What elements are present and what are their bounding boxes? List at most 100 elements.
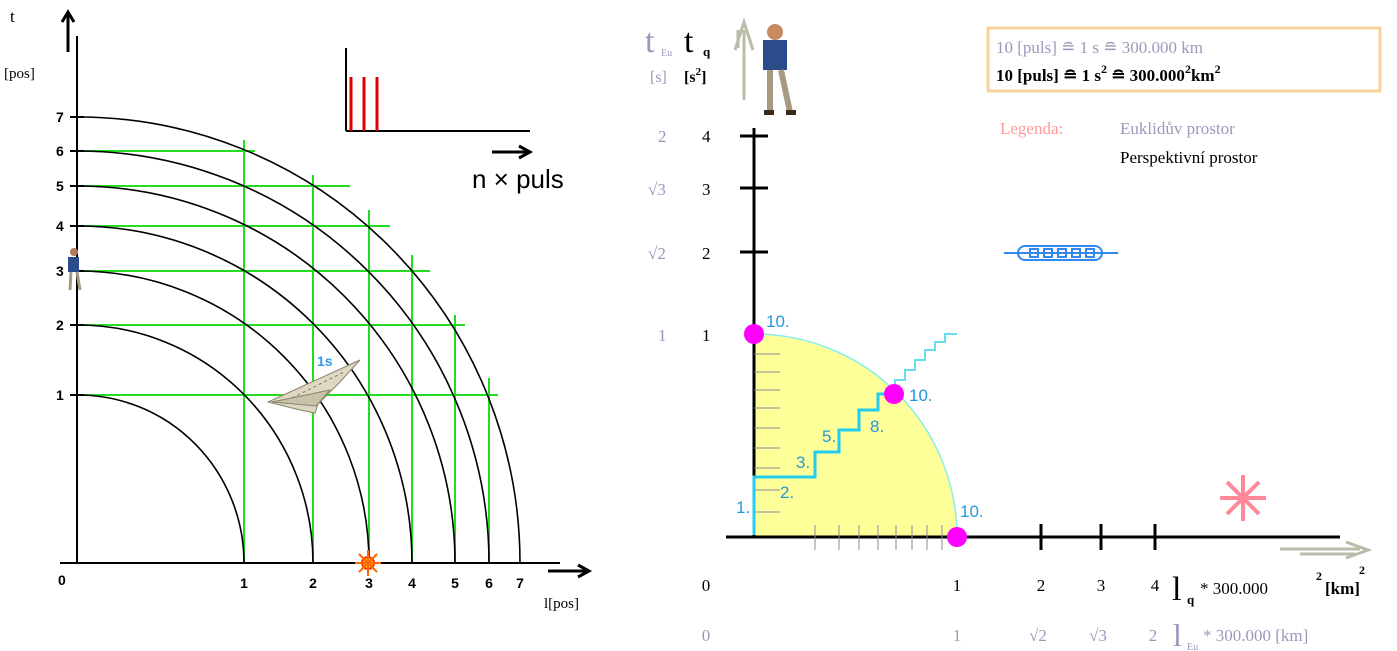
y-eu-label: 2 (658, 127, 667, 146)
y-tick-label: 4 (56, 218, 64, 234)
x-q-label: 3 (1097, 576, 1106, 595)
l-q-unit: * 300.000 (1200, 579, 1268, 598)
l-eu-axis-title: l Eu * 300.000 [km] (1173, 617, 1308, 651)
t-axis-unit: [pos] (4, 66, 35, 82)
point-labels: 10. 10. 10. (766, 312, 984, 521)
y-tick-label: 2 (56, 317, 64, 333)
y-q-label: 3 (702, 180, 711, 199)
unit-s2: [s2] (684, 66, 706, 86)
t-axis-label: t (10, 7, 15, 26)
plane-label: 1s (317, 353, 333, 369)
y-tick-label: 7 (56, 109, 64, 125)
l-q-axis-title: l q * 300.000 2 [km] 2 (1172, 563, 1365, 608)
t-q-sub: q (703, 44, 711, 59)
minor-y-ticks (754, 353, 780, 513)
x-q-label: 1 (953, 576, 962, 595)
y-q-label: 4 (702, 127, 711, 146)
y-q-label: 1 (702, 326, 711, 345)
step-label: 1. (736, 498, 750, 517)
point-y-unit (744, 324, 764, 344)
sun-burst-icon (355, 550, 381, 576)
x-q-origin: 0 (702, 576, 711, 595)
pulse-caption: n × puls (472, 164, 564, 194)
star-flash-icon (1220, 475, 1266, 521)
x-q-label: 4 (1151, 576, 1160, 595)
left-arcs (77, 116, 521, 564)
y-tick-label: 5 (56, 178, 64, 194)
t-axis-arrow (60, 9, 76, 52)
unit-s: [s] (650, 69, 667, 86)
step-label: 2. (780, 483, 794, 502)
x-tick-label: 6 (485, 575, 493, 591)
right-x-labels-q: 0 1 2 3 4 (702, 576, 1160, 595)
t-eu-sub: Eu (661, 48, 672, 59)
y-tick-label: 3 (56, 263, 64, 279)
staircase-continuation (894, 333, 957, 394)
x-tick-label: 1 (240, 575, 248, 591)
step-labels: 1. 2. 3. 5. 8. (736, 417, 884, 517)
x-eu-label: 1 (953, 626, 962, 645)
right-diagram: 1. 2. 3. 5. 8. 10. 10. 10. t Eu t q [s] … (645, 17, 1382, 651)
l-q-main: l (1172, 571, 1181, 608)
y-eu-label: √3 (648, 180, 666, 199)
x-eu-label: √3 (1089, 626, 1107, 645)
l-axis-arrow (548, 563, 593, 579)
unit-quarter-circle (754, 334, 957, 537)
x-eu-label: 2 (1149, 626, 1158, 645)
right-x-labels-eu: 0 1 √2 √3 2 (702, 626, 1158, 645)
y-tick-label: 1 (56, 387, 64, 403)
right-y-labels-q: 1 2 3 4 (702, 127, 711, 345)
step-label: 8. (870, 417, 884, 436)
point-label: 10. (766, 312, 790, 331)
minor-x-ticks (814, 525, 943, 550)
person-icon-small (68, 248, 82, 291)
l-q-km: [km] (1325, 579, 1360, 598)
y-tick-label: 6 (56, 143, 64, 159)
train-icon (1004, 245, 1118, 261)
point-label: 10. (909, 386, 933, 405)
legend-euclid: Euklidův prostor (1120, 119, 1235, 138)
left-grid (80, 140, 498, 563)
step-label: 3. (796, 453, 810, 472)
right-x-ticks (1039, 524, 1157, 550)
l-axis-label: l[pos] (544, 596, 579, 612)
l-q-sup2: 2 (1359, 563, 1365, 577)
left-diagram: t [pos] 0 l[pos] 1 2 3 4 5 6 7 1 2 3 4 5… (4, 7, 593, 612)
left-x-tick-labels: 1 2 3 4 5 6 7 (240, 575, 524, 591)
x-tick-label: 2 (309, 575, 317, 591)
x-tick-label: 7 (516, 575, 524, 591)
legend-box-line2: 10 [puls] ≘ 1 s2 ≘ 300.0002km2 (996, 62, 1221, 85)
t-axis-titles: t Eu t q [s] [s2] (645, 23, 711, 86)
step-label: 5. (822, 427, 836, 446)
legend-box: 10 [puls] ≘ 1 s ≘ 300.000 km 10 [puls] ≘… (986, 26, 1382, 93)
left-y-tick-labels: 1 2 3 4 5 6 7 (56, 109, 64, 403)
x-tick-label: 3 (365, 575, 373, 591)
l-eu-sub: Eu (1187, 642, 1198, 651)
l-q-sub: q (1187, 592, 1195, 607)
staircase-path (752, 392, 895, 535)
x-tick-label: 5 (451, 575, 459, 591)
y-q-label: 2 (702, 244, 711, 263)
legend-label: Legenda: (1000, 119, 1063, 138)
y-eu-label: √2 (648, 244, 666, 263)
right-y-ticks (740, 134, 768, 254)
x-eu-origin: 0 (702, 626, 711, 645)
pulse-inset: n × puls (345, 48, 564, 194)
t-q-label: t (684, 23, 694, 60)
l-axis-gray-arrow (1280, 540, 1373, 560)
left-origin-label: 0 (58, 572, 66, 588)
plane-icon: 1s (266, 353, 361, 414)
x-q-label: 2 (1037, 576, 1046, 595)
legend-perspective: Perspektivní prostor (1120, 148, 1258, 167)
point-label: 10. (960, 502, 984, 521)
l-eu-main: l (1173, 617, 1182, 651)
l-eu-unit: * 300.000 [km] (1203, 626, 1308, 645)
right-y-labels-eu: 1 √2 √3 2 (648, 127, 667, 345)
left-axes (60, 36, 560, 564)
y-eu-label: 1 (658, 326, 667, 345)
t-axis-gray-arrow (733, 17, 755, 100)
l-q-sup1: 2 (1316, 569, 1322, 583)
point-diagonal (884, 384, 904, 404)
point-x-unit (947, 527, 967, 547)
